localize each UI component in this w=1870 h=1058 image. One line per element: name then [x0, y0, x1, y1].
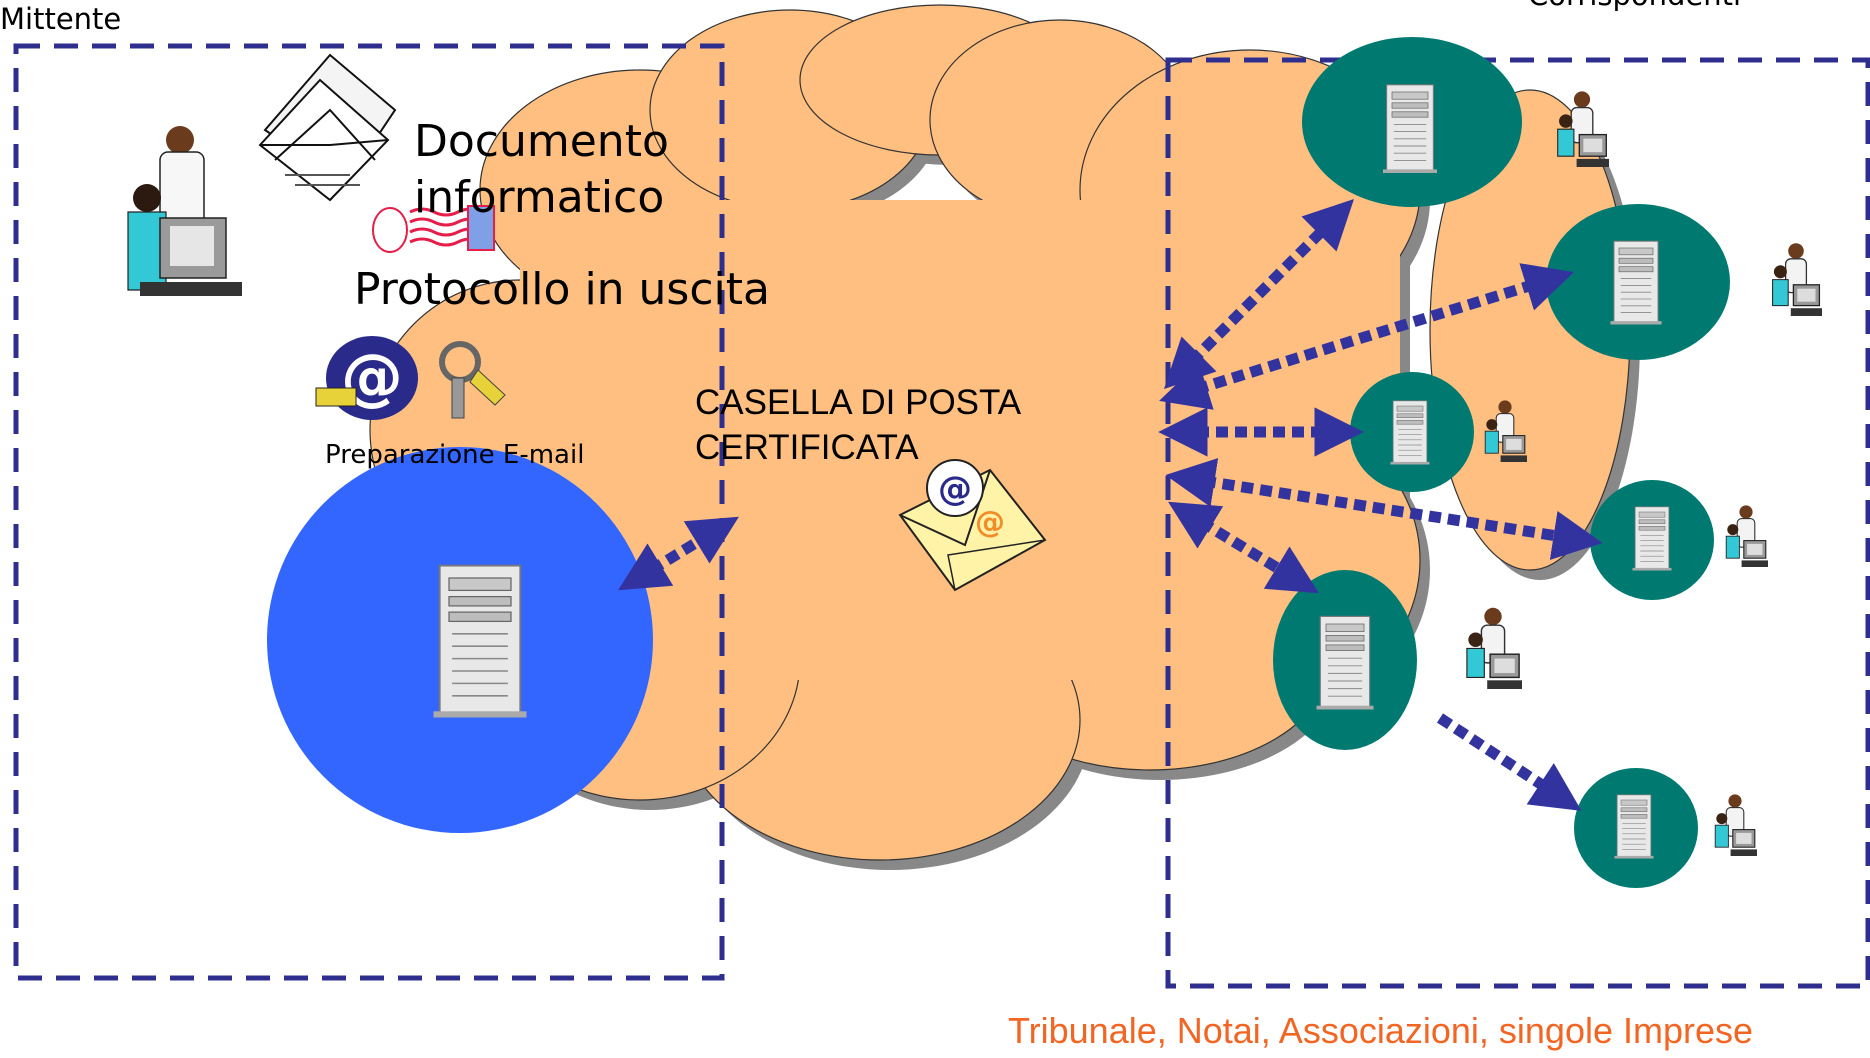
recipient-person-icon-1 [1557, 90, 1610, 168]
sender-zone-border [13, 43, 725, 981]
recipient-server-4 [1590, 480, 1714, 600]
arrow-recipient-5 [1168, 501, 1319, 594]
document-envelope-icon [258, 53, 397, 202]
recipients-label: Corrispondenti [1528, 0, 1741, 12]
recipient-server-3 [1350, 372, 1474, 492]
connection-arrows [618, 198, 1603, 594]
pec-box-label: CASELLA DI POSTA CERTIFICATA [695, 383, 1020, 467]
certified-mail-envelope-icon: @ @ [898, 459, 1047, 592]
arrow-sender-cloud [618, 516, 739, 591]
sender-label: Mittente [0, 2, 122, 36]
recipient-person-icon-5 [1466, 607, 1523, 690]
document-label: Documento informatico [414, 116, 669, 223]
recipients-types-caption: Tribunale, Notai, Associazioni, singole … [1008, 1010, 1754, 1051]
svg-text:@: @ [975, 505, 1005, 540]
recipient-server-6 [1574, 768, 1698, 888]
svg-text:@: @ [938, 469, 972, 509]
email-prep-label: Preparazione E-mail [325, 440, 585, 470]
arrow-recipient-6 [1436, 713, 1582, 811]
arrow-recipient-4 [1165, 458, 1603, 560]
protocol-label: Protocollo in uscita [354, 264, 770, 315]
recipient-person-icon-4 [1725, 504, 1769, 568]
recipient-server-5 [1273, 570, 1417, 750]
sender-user-icon [127, 126, 242, 296]
recipient-server-1 [1302, 37, 1522, 207]
recipient-server-2 [1546, 204, 1730, 360]
email-key-icon: @ [315, 336, 506, 420]
arrow-recipient-2 [1159, 263, 1574, 410]
postage-stamp-icon [372, 205, 495, 253]
recipient-person-icon-2 [1771, 242, 1823, 317]
recipient-person-icon-6 [1714, 793, 1758, 857]
sender-server [267, 447, 653, 833]
